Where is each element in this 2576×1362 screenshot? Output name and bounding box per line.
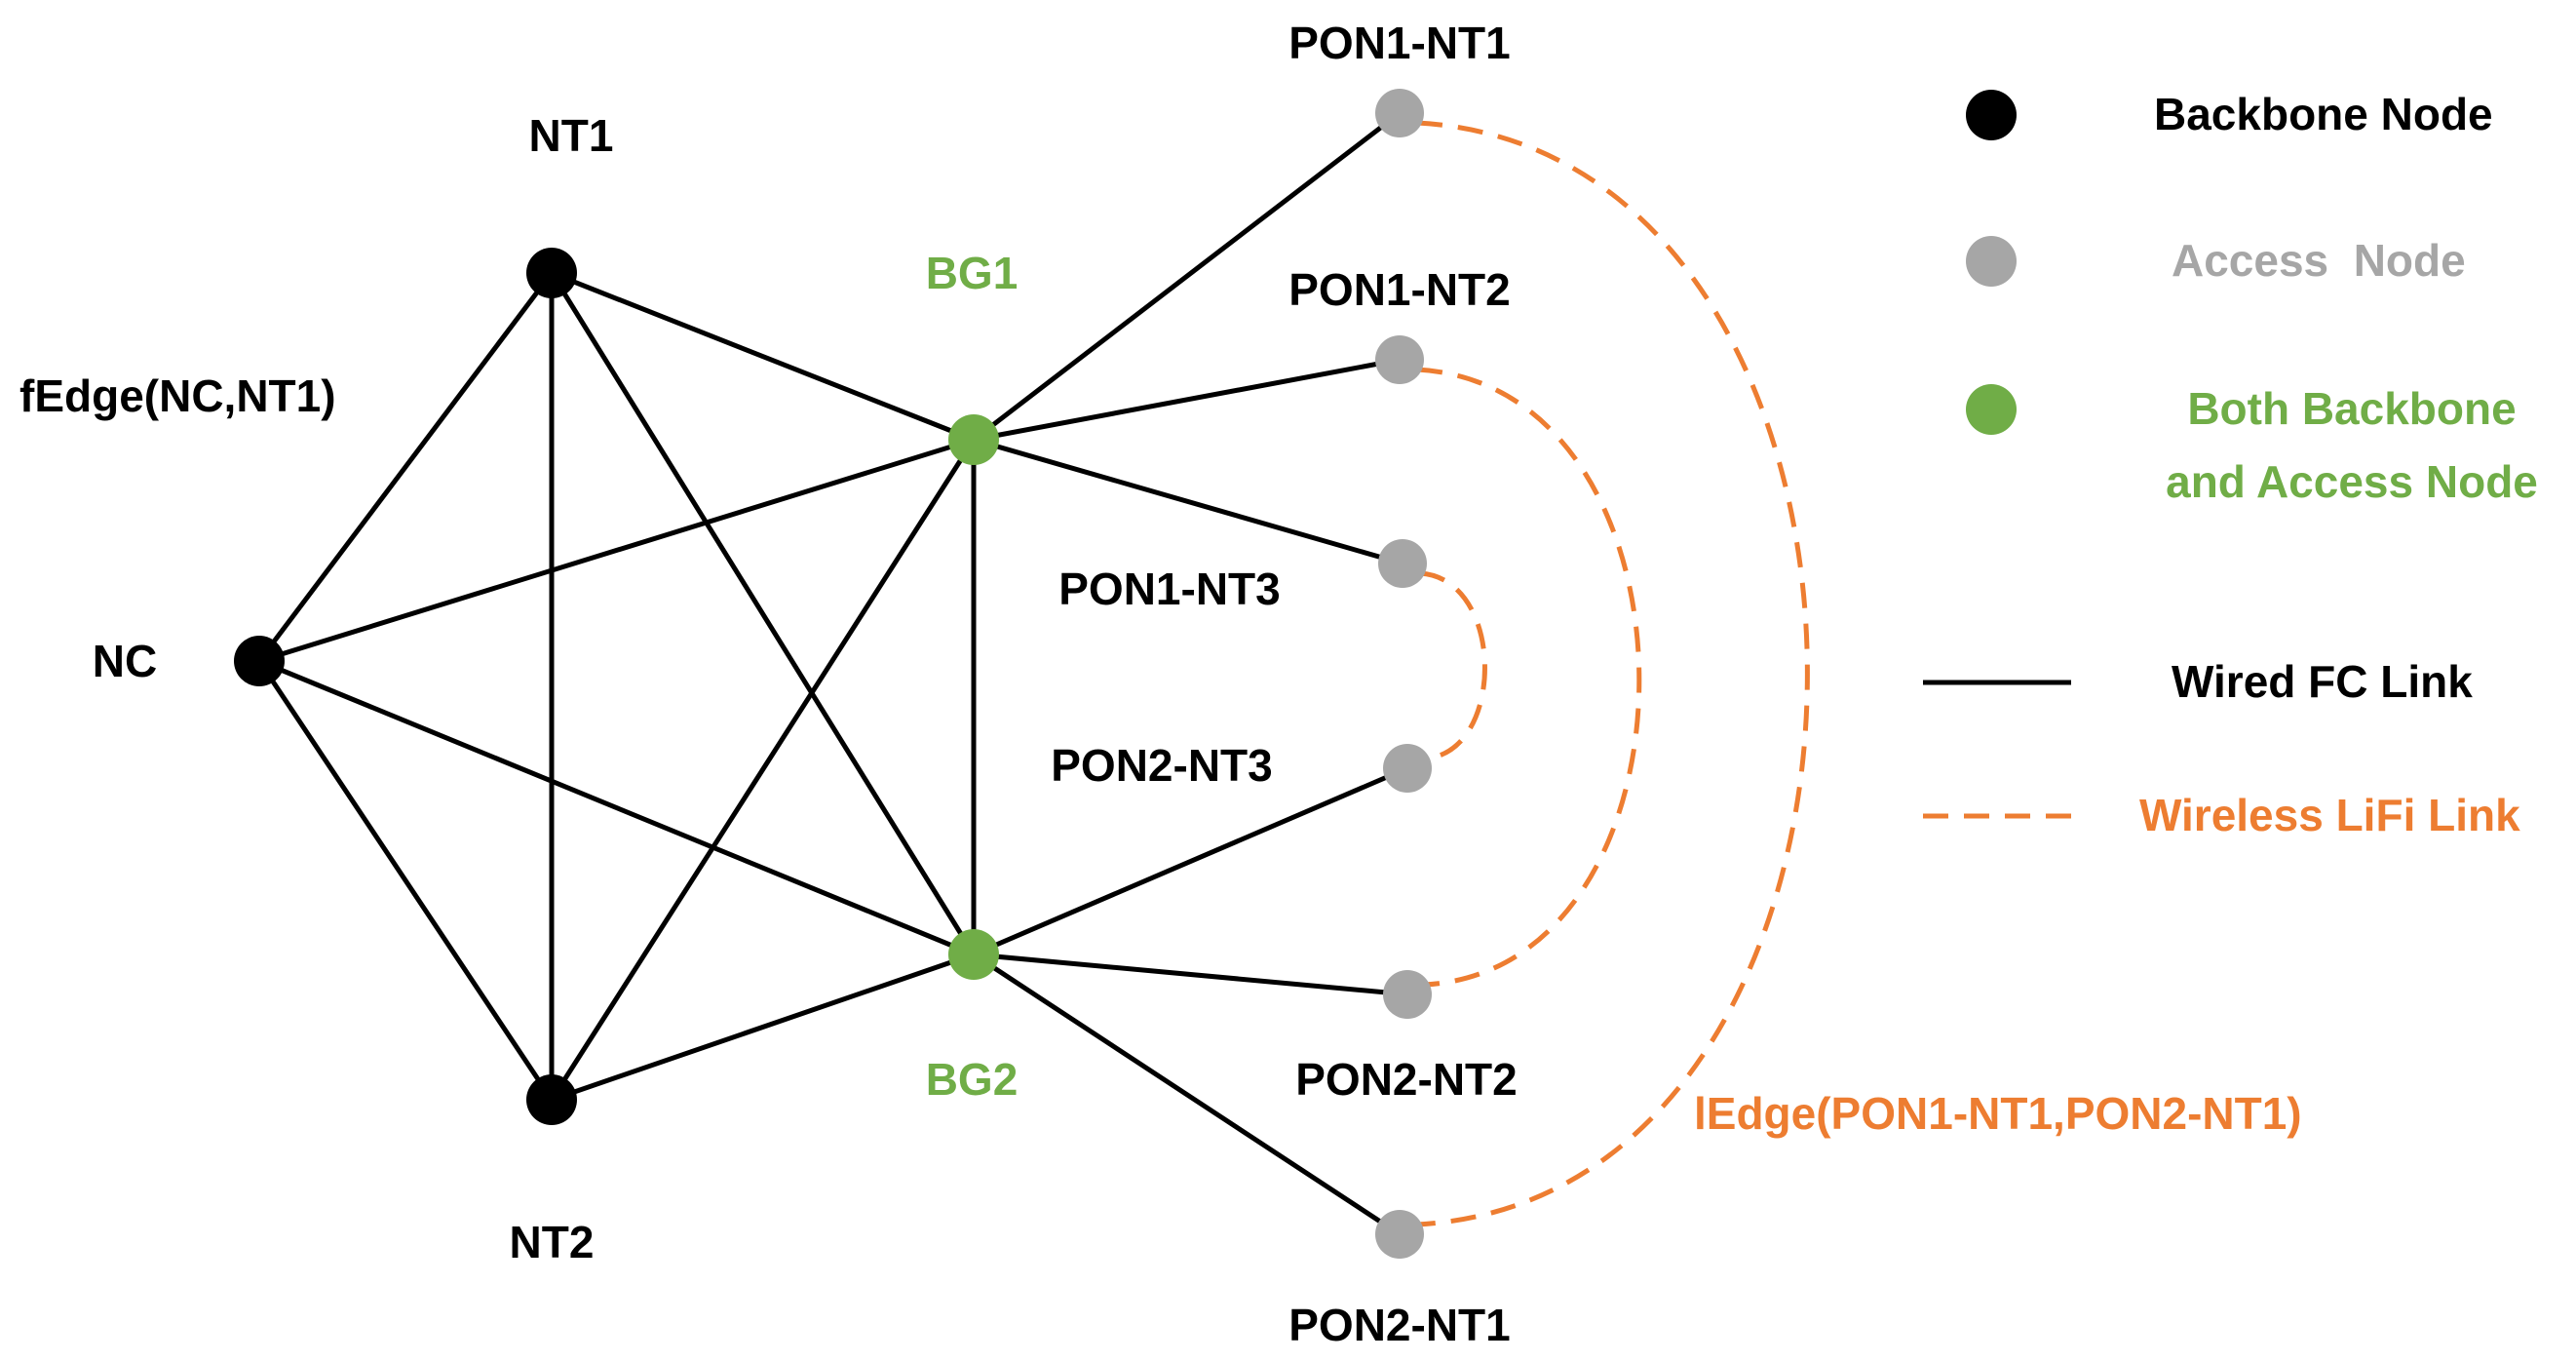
node-pon2-nt2	[1383, 970, 1432, 1019]
wired-link-bg1-pon1-nt1	[972, 111, 1402, 442]
wireless-link-pon1-nt2-pon2-nt2	[1416, 367, 1642, 988]
wired-links	[256, 111, 1408, 1237]
wireless-link-pon1-nt1-pon2-nt1	[1416, 120, 1810, 1227]
legend-access-label: Access Node	[2172, 235, 2466, 286]
wired-link-bg2-pon2-nt2	[973, 952, 1408, 997]
node-nt2	[526, 1074, 577, 1125]
node-label-pon1-nt1: PON1-NT1	[1288, 18, 1510, 68]
legend-both-label-line1: Both Backbone	[2187, 383, 2516, 434]
legend-access-swatch	[1966, 236, 2017, 287]
node-label-bg2: BG2	[926, 1054, 1019, 1105]
wired-link-nc-bg2	[258, 658, 975, 957]
wired-link-nc-bg1	[258, 437, 975, 664]
wired-link-nt2-bg1	[549, 438, 977, 1102]
legend-both-swatch	[1966, 384, 2017, 435]
node-nt1	[526, 248, 577, 298]
node-bg1	[948, 414, 999, 465]
wired-link-bg2-pon2-nt3	[973, 765, 1408, 957]
wired-link-nt2-bg2	[551, 952, 975, 1103]
node-label-bg1: BG1	[926, 248, 1019, 298]
legend-backbone-label: Backbone Node	[2154, 89, 2493, 139]
legend-backbone-swatch	[1966, 90, 2017, 140]
node-label-pon1-nt3: PON1-NT3	[1058, 564, 1280, 614]
legend-both-label-line2: and Access Node	[2166, 456, 2538, 507]
node-pon2-nt3	[1383, 744, 1432, 793]
node-label-pon1-nt2: PON1-NT2	[1288, 264, 1510, 315]
node-pon1-nt2	[1375, 335, 1424, 384]
wired-link-nt1-bg1	[551, 270, 975, 443]
nodes	[234, 89, 1432, 1259]
node-pon2-nt1	[1375, 1210, 1424, 1259]
node-pon1-nt3	[1378, 539, 1427, 588]
node-label-nt2: NT2	[510, 1217, 595, 1267]
node-bg2	[948, 929, 999, 980]
node-label-pon2-nt1: PON2-NT1	[1288, 1300, 1510, 1350]
node-pon1-nt1	[1375, 89, 1424, 137]
node-label-nt1: NT1	[529, 110, 614, 161]
legend-wireless-label: Wireless LiFi Link	[2139, 790, 2520, 840]
node-label-pon2-nt2: PON2-NT2	[1295, 1054, 1517, 1105]
wired-link-nt1-bg2	[549, 271, 977, 956]
wired-link-nc-nt2	[256, 659, 555, 1102]
wired-link-bg2-pon2-nt1	[972, 952, 1402, 1237]
legend: Backbone Node Access Node Both Backbone …	[1923, 89, 2538, 840]
node-nc	[234, 636, 285, 686]
wireless-link-pon1-nt3-pon2-nt3	[1419, 570, 1487, 761]
node-label-nc: NC	[93, 636, 157, 686]
fedge-annotation: fEdge(NC,NT1)	[19, 370, 336, 421]
wired-link-nc-nt1	[257, 271, 554, 663]
legend-wired-label: Wired FC Link	[2172, 656, 2473, 707]
wireless-links	[1416, 120, 1810, 1227]
wired-link-bg1-pon1-nt3	[973, 437, 1403, 566]
ledge-annotation: lEdge(PON1-NT1,PON2-NT1)	[1694, 1088, 2302, 1139]
node-label-pon2-nt3: PON2-NT3	[1051, 740, 1272, 791]
wired-link-bg1-pon1-nt2	[973, 357, 1401, 443]
